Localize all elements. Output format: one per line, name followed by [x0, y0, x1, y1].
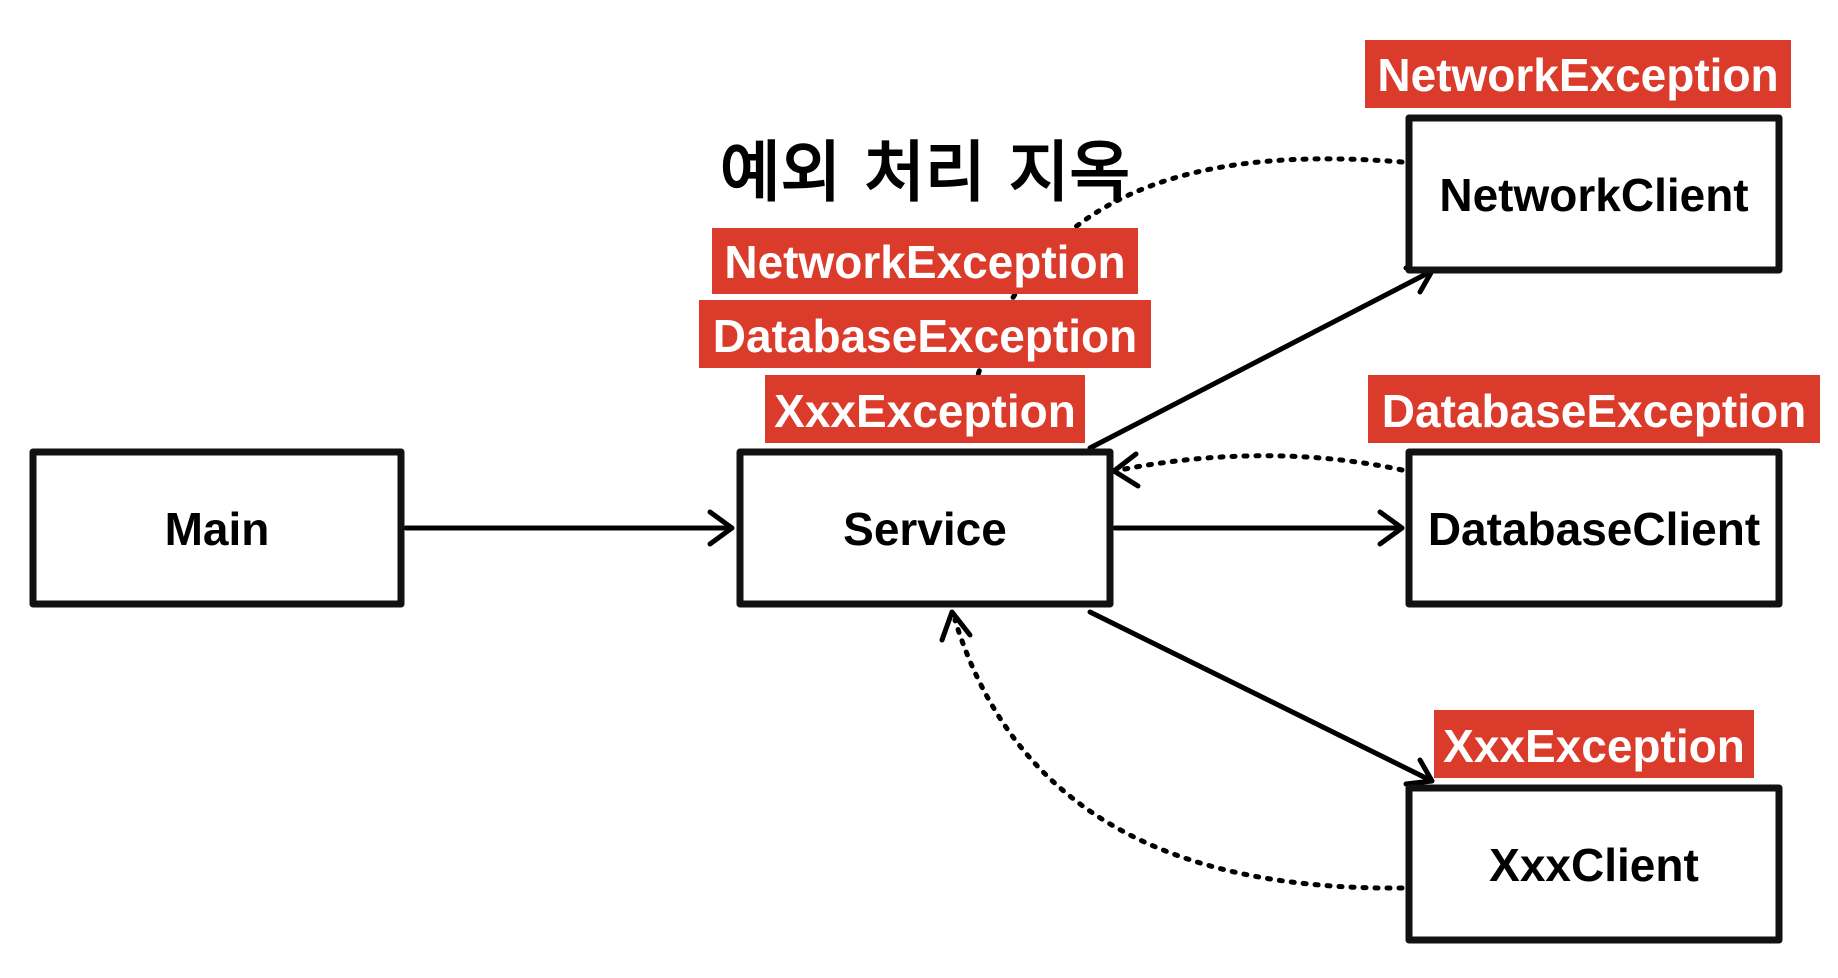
- exception-label-text: XxxException: [774, 385, 1076, 437]
- exception-label-xxx: XxxException: [1434, 710, 1754, 778]
- exception-label-text: XxxException: [1443, 720, 1745, 772]
- database-client-box-label: DatabaseClient: [1428, 503, 1760, 555]
- arrow-service-to-xxx: [1087, 609, 1433, 783]
- exception-label-text: DatabaseException: [1382, 385, 1806, 437]
- exception-label-database: DatabaseException: [1368, 375, 1820, 443]
- exception-label-service-network: NetworkException: [712, 228, 1138, 294]
- main-box-label: Main: [165, 503, 270, 555]
- exception-label-bg: [765, 375, 1085, 443]
- database-client-box: DatabaseClient: [1405, 448, 1783, 608]
- diagram-title: 예외 처리 지옥: [720, 134, 1130, 211]
- exception-label-bg: [699, 300, 1151, 368]
- exception-label-text: NetworkException: [1377, 49, 1778, 101]
- arrow-service-to-network: [1087, 269, 1433, 451]
- network-client-box: NetworkClient: [1405, 114, 1783, 274]
- arrow-service-to-database-head: [1377, 509, 1405, 547]
- dotted-network-to-service: [957, 156, 1405, 443]
- exception-label-bg: [1368, 375, 1820, 443]
- arrow-main-to-service-head: [707, 509, 735, 547]
- database-client-box-border: [1405, 448, 1783, 608]
- exception-label-network: NetworkException: [1365, 40, 1791, 108]
- exception-label-text: DatabaseException: [713, 310, 1137, 362]
- xxx-client-box-border: [1405, 784, 1783, 944]
- exception-label-service-database: DatabaseException: [699, 300, 1151, 368]
- exception-label-service-xxx: XxxException: [765, 375, 1085, 443]
- exception-label-bg: [1434, 710, 1754, 778]
- main-box-border: [29, 448, 405, 608]
- exception-label-bg: [712, 228, 1138, 294]
- service-box-border: [736, 448, 1114, 608]
- main-box: Main: [29, 448, 405, 608]
- exception-label-bg: [1365, 40, 1791, 108]
- network-client-box-label: NetworkClient: [1439, 169, 1748, 221]
- network-client-box-border: [1405, 114, 1783, 274]
- xxx-client-box-label: XxxClient: [1489, 839, 1699, 891]
- dotted-database-to-service-head: [1111, 451, 1141, 489]
- dotted-database-to-service: [1117, 453, 1405, 473]
- exception-label-text: NetworkException: [724, 236, 1125, 288]
- exception-arrows: [939, 156, 1405, 891]
- arrow-service-to-xxx-head: [1403, 757, 1435, 787]
- service-box: Service: [736, 448, 1114, 608]
- service-box-label: Service: [843, 503, 1007, 555]
- dotted-xxx-to-service: [952, 617, 1405, 891]
- dotted-xxx-to-service-head: [939, 609, 973, 643]
- xxx-client-box: XxxClient: [1405, 784, 1783, 944]
